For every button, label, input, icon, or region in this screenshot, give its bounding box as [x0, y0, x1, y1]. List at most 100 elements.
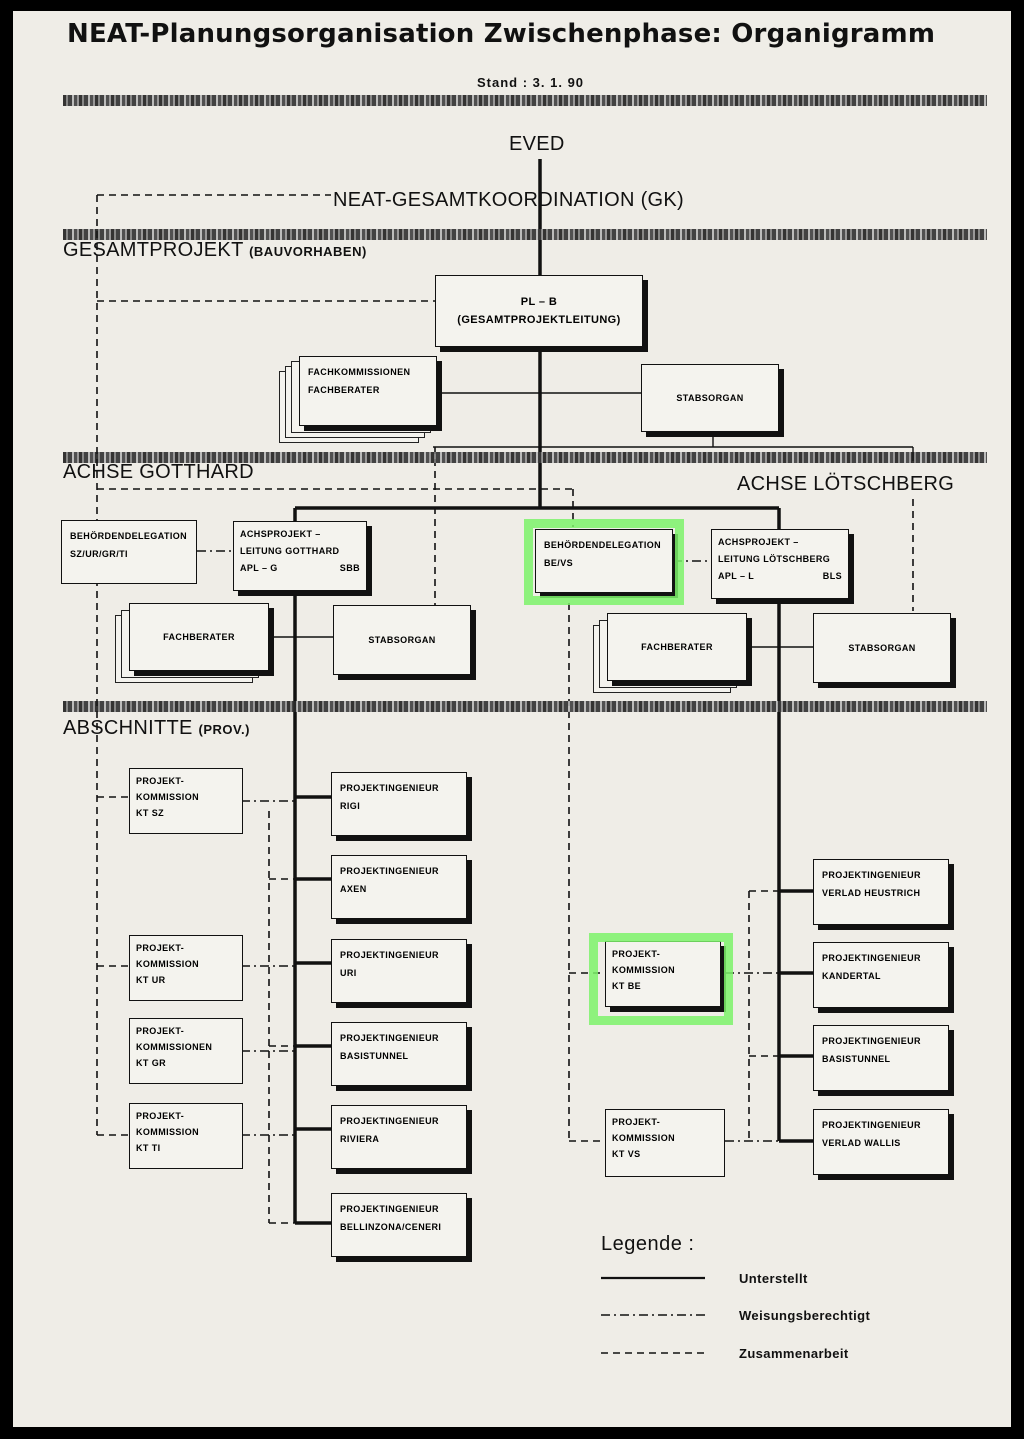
behoerden-g-line1: BEHÖRDENDELEGATION [70, 531, 188, 541]
projektkommission-ur-box: PROJEKT- KOMMISSION KT UR [129, 935, 243, 1001]
fachkommissionen-line2: FACHBERATER [308, 385, 380, 395]
pk-gr-line3: KT GR [136, 1058, 166, 1068]
eved-label: EVED [509, 133, 565, 155]
behoerden-l-line2: BE/VS [544, 558, 574, 568]
projektingenieur-wallis-box: PROJEKTINGENIEUR VERLAD WALLIS [813, 1109, 949, 1175]
apl-g-line3: APL – G SBB [240, 560, 360, 577]
fachkommissionen-box: FACHKOMMISSIONEN FACHBERATER [299, 356, 437, 426]
pi-bt-l-line1: PROJEKTINGENIEUR [822, 1036, 921, 1046]
apl-g-line1: ACHSPROJEKT – [240, 529, 321, 539]
pk-be-line3: KT BE [612, 981, 641, 991]
pi-bellinzona-line1: PROJEKTINGENIEUR [340, 1204, 439, 1214]
page-title: NEAT-Planungsorganisation Zwischenphase:… [67, 19, 936, 49]
pi-axen-line1: PROJEKTINGENIEUR [340, 866, 439, 876]
pi-axen-line2: AXEN [340, 884, 367, 894]
fachberater-loetschberg-box: FACHBERATER [607, 613, 747, 681]
projektkommission-ti-box: PROJEKT- KOMMISSION KT TI [129, 1103, 243, 1169]
apl-l-line1: ACHSPROJEKT – [718, 537, 799, 547]
pi-rigi-line2: RIGI [340, 801, 361, 811]
stabsorgan-gotthard-box: STABSORGAN [333, 605, 471, 675]
section-gotthard: ACHSE GOTTHARD [63, 461, 254, 483]
legend-title: Legende : [601, 1233, 695, 1255]
apl-gotthard-box: ACHSPROJEKT – LEITUNG GOTTHARD APL – G S… [233, 521, 367, 591]
pl-b-line1: PL – B [520, 296, 558, 308]
pi-bt-g-line2: BASISTUNNEL [340, 1051, 409, 1061]
legend-unterstellt: Unterstellt [739, 1271, 808, 1286]
projektingenieur-kandertal-box: PROJEKTINGENIEUR KANDERTAL [813, 942, 949, 1008]
pi-uri-line2: URI [340, 968, 357, 978]
pk-sz-line2: KOMMISSION [136, 792, 200, 802]
projektingenieur-rigi-box: PROJEKTINGENIEUR RIGI [331, 772, 467, 836]
apl-l-code: APL – L [718, 571, 755, 581]
behoerdendelegation-gotthard-box: BEHÖRDENDELEGATION SZ/UR/GR/TI [61, 520, 197, 584]
projektingenieur-riviera-box: PROJEKTINGENIEUR RIVIERA [331, 1105, 467, 1169]
fachkommissionen-line1: FACHKOMMISSIONEN [308, 367, 411, 377]
date-stamp: Stand : 3. 1. 90 [477, 75, 585, 90]
pk-vs-line3: KT VS [612, 1149, 641, 1159]
pi-heustrich-line1: PROJEKTINGENIEUR [822, 870, 921, 880]
pk-vs-line2: KOMMISSION [612, 1133, 676, 1143]
pi-uri-line1: PROJEKTINGENIEUR [340, 950, 439, 960]
pk-sz-line3: KT SZ [136, 808, 164, 818]
projektkommission-sz-box: PROJEKT- KOMMISSION KT SZ [129, 768, 243, 834]
pi-bt-g-line1: PROJEKTINGENIEUR [340, 1033, 439, 1043]
projektkommission-gr-box: PROJEKT- KOMMISSIONEN KT GR [129, 1018, 243, 1084]
behoerden-l-line1: BEHÖRDENDELEGATION [544, 540, 662, 550]
apl-l-line2: LEITUNG LÖTSCHBERG [718, 554, 831, 564]
highlight-behoerden-loetschberg [524, 519, 684, 605]
pi-riviera-line2: RIVIERA [340, 1134, 380, 1144]
projektingenieur-bellinzona-box: PROJEKTINGENIEUR BELLINZONA/CENERI [331, 1193, 467, 1257]
fachberater-g-label: FACHBERATER [163, 632, 235, 642]
pk-ti-line2: KOMMISSION [136, 1127, 200, 1137]
pi-heustrich-line2: VERLAD HEUSTRICH [822, 888, 921, 898]
pi-bt-l-line2: BASISTUNNEL [822, 1054, 891, 1064]
pi-wallis-line2: VERLAD WALLIS [822, 1138, 901, 1148]
pi-bellinzona-line2: BELLINZONA/CENERI [340, 1222, 442, 1232]
section-gesamtprojekt-sub: (BAUVORHABEN) [249, 244, 367, 259]
pk-sz-line1: PROJEKT- [136, 776, 185, 786]
pl-b-line2: (GESAMTPROJEKTLEITUNG) [457, 314, 621, 326]
pk-ti-line3: KT TI [136, 1143, 161, 1153]
divider-band-1 [63, 95, 987, 106]
paper-page: NEAT-Planungsorganisation Zwischenphase:… [13, 11, 1011, 1427]
pi-wallis-line1: PROJEKTINGENIEUR [822, 1120, 921, 1130]
section-gesamtprojekt-label: GESAMTPROJEKT [63, 239, 244, 261]
pi-kandertal-line1: PROJEKTINGENIEUR [822, 953, 921, 963]
behoerdendelegation-loetschberg-box: BEHÖRDENDELEGATION BE/VS [535, 529, 673, 593]
projektingenieur-axen-box: PROJEKTINGENIEUR AXEN [331, 855, 467, 919]
projektingenieur-basistunnel-l-box: PROJEKTINGENIEUR BASISTUNNEL [813, 1025, 949, 1091]
section-abschnitte: ABSCHNITTE (PROV.) [63, 717, 250, 740]
divider-band-3 [63, 452, 987, 463]
apl-l-org: BLS [822, 571, 842, 581]
stabsorgan-top-box: STABSORGAN [641, 364, 779, 432]
fachberater-l-label: FACHBERATER [641, 642, 713, 652]
stabsorgan-l-label: STABSORGAN [848, 643, 916, 653]
section-abschnitte-sub: (PROV.) [198, 722, 250, 737]
highlight-projektkommission-be [589, 933, 733, 1025]
apl-g-line2: LEITUNG GOTTHARD [240, 546, 340, 556]
pi-riviera-line1: PROJEKTINGENIEUR [340, 1116, 439, 1126]
projektingenieur-basistunnel-g-box: PROJEKTINGENIEUR BASISTUNNEL [331, 1022, 467, 1086]
legend-zusammenarbeit: Zusammenarbeit [739, 1346, 849, 1361]
section-gesamtprojekt: GESAMTPROJEKT (BAUVORHABEN) [63, 239, 367, 262]
stabsorgan-loetschberg-box: STABSORGAN [813, 613, 951, 683]
pk-ur-line1: PROJEKT- [136, 943, 185, 953]
projektkommission-vs-box: PROJEKT- KOMMISSION KT VS [605, 1109, 725, 1177]
gesamtkoordination-label: NEAT-GESAMTKOORDINATION (GK) [333, 189, 685, 211]
stabsorgan-top-label: STABSORGAN [676, 393, 744, 403]
section-abschnitte-label: ABSCHNITTE [63, 717, 193, 739]
stabsorgan-g-label: STABSORGAN [368, 635, 436, 645]
pk-ur-line2: KOMMISSION [136, 959, 200, 969]
pk-ur-line3: KT UR [136, 975, 166, 985]
apl-l-line3: APL – L BLS [718, 568, 842, 585]
apl-g-org: SBB [339, 563, 360, 573]
pi-kandertal-line2: KANDERTAL [822, 971, 881, 981]
projektingenieur-heustrich-box: PROJEKTINGENIEUR VERLAD HEUSTRICH [813, 859, 949, 925]
divider-band-4 [63, 701, 987, 712]
pl-b-box: PL – B (GESAMTPROJEKTLEITUNG) [435, 275, 643, 347]
fachberater-gotthard-box: FACHBERATER [129, 603, 269, 671]
behoerden-g-line2: SZ/UR/GR/TI [70, 549, 128, 559]
pk-ti-line1: PROJEKT- [136, 1111, 185, 1121]
pk-be-line1: PROJEKT- [612, 949, 661, 959]
divider-band-2 [63, 229, 987, 240]
